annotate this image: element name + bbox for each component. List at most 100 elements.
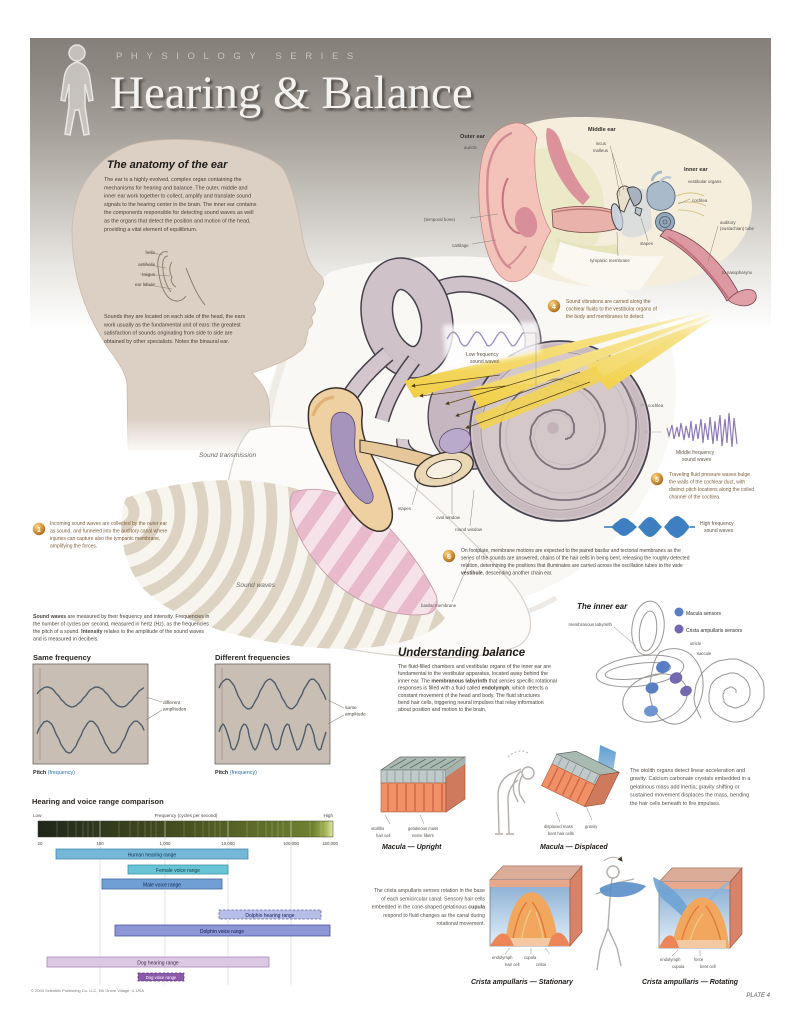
svg-text:sound waves: sound waves <box>682 457 712 463</box>
svg-text:to nasopharynx: to nasopharynx <box>722 270 753 275</box>
svg-text:sustained movement displaces t: sustained movement displaces the mass, b… <box>630 793 749 799</box>
svg-text:The crista ampullaris senses r: The crista ampullaris senses rotation in… <box>374 888 485 894</box>
svg-text:Dolphin hearing range: Dolphin hearing range <box>245 913 294 919</box>
svg-text:oval window: oval window <box>436 515 461 520</box>
svg-text:incus: incus <box>596 141 607 146</box>
svg-text:of each semicircular canal. Se: of each semicircular canal. Sensory hair… <box>381 896 485 902</box>
svg-text:© 2000 Scientific Publishing C: © 2000 Scientific Publishing Co. LLC, El… <box>31 988 144 993</box>
svg-text:Sound waves are measured by th: Sound waves are measured by their freque… <box>33 614 209 620</box>
svg-text:work usually as the fundamenta: work usually as the fundamental unit of … <box>103 322 241 328</box>
svg-text:High frequency: High frequency <box>700 521 734 527</box>
svg-text:Low: Low <box>33 813 42 818</box>
svg-text:100,000: 100,000 <box>283 841 299 846</box>
svg-text:nerve fibers: nerve fibers <box>412 833 434 838</box>
svg-text:channel of the cochlea.: channel of the cochlea. <box>669 495 720 501</box>
svg-text:vestibule, descending another: vestibule, descending another chain ear. <box>461 571 552 577</box>
svg-text:force: force <box>694 957 704 962</box>
svg-text:Middle frequency: Middle frequency <box>676 450 715 456</box>
svg-text:malleus: malleus <box>593 148 609 153</box>
svg-text:gravity. Calcium carbonate cry: gravity. Calcium carbonate crystals embe… <box>630 776 750 782</box>
svg-text:fundamental to the vestibular: fundamental to the vestibular apparatus,… <box>398 671 548 677</box>
svg-text:auricle: auricle <box>464 145 477 150</box>
svg-text:10,000: 10,000 <box>221 841 235 846</box>
svg-text:otoliths: otoliths <box>371 826 384 831</box>
svg-text:Macula — Displaced: Macula — Displaced <box>540 844 608 851</box>
svg-text:providing a vital element of e: providing a vital element of equilibrium… <box>104 227 197 233</box>
svg-text:Understanding balance: Understanding balance <box>398 647 526 659</box>
svg-text:displaced mass: displaced mass <box>544 824 573 829</box>
svg-text:1,000: 1,000 <box>160 841 172 846</box>
svg-text:Traveling fluid pressure waves: Traveling fluid pressure waves bulge <box>669 472 750 478</box>
svg-text:Pitch (frequency): Pitch (frequency) <box>33 770 75 776</box>
svg-text:150,000: 150,000 <box>322 841 338 846</box>
svg-text:Different frequencies: Different frequencies <box>215 653 290 662</box>
svg-text:as sound, and funneled into th: as sound, and funneled into the auditory… <box>50 529 168 535</box>
svg-text:Dog hearing range: Dog hearing range <box>137 961 179 967</box>
svg-text:the components responsible for: the components responsible for detecting… <box>104 210 254 216</box>
svg-text:hair cell: hair cell <box>505 962 519 967</box>
svg-text:The inner ear: The inner ear <box>577 602 628 611</box>
svg-text:satisfaction of sounds origina: satisfaction of sounds originating from … <box>104 331 233 337</box>
svg-text:Sound waves: Sound waves <box>236 582 276 589</box>
svg-text:the pitch of a sound. Intensit: the pitch of a sound. Intensity relates … <box>33 629 204 635</box>
svg-text:Middle ear: Middle ear <box>588 127 616 133</box>
svg-text:respond to fluid changes as th: respond to fluid changes as the canal du… <box>383 913 485 919</box>
svg-text:100: 100 <box>96 841 104 846</box>
svg-text:auditory: auditory <box>720 220 736 225</box>
svg-text:stapes: stapes <box>640 241 654 246</box>
svg-text:Outer ear: Outer ear <box>460 134 486 140</box>
svg-text:obtained by other specialists.: obtained by other specialists. Notes the… <box>104 339 229 345</box>
svg-text:High: High <box>324 813 334 818</box>
svg-text:stapes: stapes <box>398 506 412 511</box>
svg-text:PLATE 4: PLATE 4 <box>746 993 770 999</box>
svg-text:vestibular organs: vestibular organs <box>688 179 722 184</box>
svg-text:inner ear work together to col: inner ear work together to collect, ampl… <box>104 194 251 200</box>
svg-text:amplitudes: amplitudes <box>163 707 187 713</box>
svg-text:cochlear fluids to the vestibu: cochlear fluids to the vestibular organs… <box>566 307 657 313</box>
svg-text:Sound vibrations are carried a: Sound vibrations are carried along the <box>566 299 651 305</box>
svg-text:Macula sensors: Macula sensors <box>686 611 722 617</box>
svg-text:rotational movement.: rotational movement. <box>437 921 485 927</box>
svg-text:Pitch (frequency): Pitch (frequency) <box>215 770 257 776</box>
svg-text:(eustachian) tube: (eustachian) tube <box>720 226 754 231</box>
svg-text:Sound transmission: Sound transmission <box>199 452 256 459</box>
svg-text:Hearing and voice range compar: Hearing and voice range comparison <box>32 797 164 806</box>
svg-text:as the organs that detect the: as the organs that detect the position a… <box>104 219 251 225</box>
svg-text:the number of cycles per secon: the number of cycles per second, measure… <box>33 622 209 628</box>
svg-text:20: 20 <box>38 841 43 846</box>
svg-text:crista: crista <box>536 962 547 967</box>
svg-text:1: 1 <box>37 527 41 534</box>
svg-text:sound waves: sound waves <box>470 359 500 365</box>
svg-text:the walls of the cochlear duct: the walls of the cochlear duct, with <box>669 480 745 486</box>
svg-text:gelatinous mass: gelatinous mass <box>408 826 438 831</box>
svg-text:Dolphin voice range: Dolphin voice range <box>200 929 244 935</box>
svg-text:6: 6 <box>447 554 451 561</box>
svg-text:bent cell: bent cell <box>700 964 716 969</box>
svg-text:the body and membranes to dete: the body and membranes to detect. <box>566 314 645 320</box>
svg-text:Incoming sound waves are colle: Incoming sound waves are collected by th… <box>50 521 167 527</box>
svg-text:The ear is a highly evolved, c: The ear is a highly evolved, complex org… <box>104 177 242 183</box>
svg-text:Crista ampullaris — Stationary: Crista ampullaris — Stationary <box>471 979 574 986</box>
svg-text:relation, determining the posi: relation, determining the positions that… <box>461 563 683 569</box>
svg-text:Same frequency: Same frequency <box>33 653 92 662</box>
svg-text:Frequency (cycles per second): Frequency (cycles per second) <box>155 813 218 818</box>
svg-text:gravity: gravity <box>585 824 598 829</box>
svg-text:tympanic membrane: tympanic membrane <box>590 258 630 263</box>
svg-text:different: different <box>163 700 181 706</box>
svg-text:bent hair cells: bent hair cells <box>548 831 574 836</box>
svg-text:cochlea: cochlea <box>692 198 708 203</box>
svg-text:5: 5 <box>655 477 659 484</box>
svg-text:Male voice range: Male voice range <box>143 883 181 889</box>
svg-text:responses is filled with a flu: responses is filled with a fluid called … <box>398 686 548 692</box>
svg-text:Sounds they are located on eac: Sounds they are located on each side of … <box>104 314 245 320</box>
svg-text:constant movement of the head: constant movement of the head and body. … <box>398 693 540 699</box>
svg-text:Crista ampullaris — Rotating: Crista ampullaris — Rotating <box>642 979 739 986</box>
svg-text:injuries can capture also the: injuries can capture also the tympanic m… <box>50 536 160 542</box>
svg-text:hair cell: hair cell <box>376 833 390 838</box>
svg-text:round window: round window <box>455 527 483 532</box>
svg-text:cartilage: cartilage <box>452 243 469 248</box>
svg-text:helix: helix <box>146 250 156 255</box>
svg-text:utricle: utricle <box>690 641 702 646</box>
svg-text:same: same <box>345 706 357 711</box>
svg-text:The fluid-filled chambers and: The fluid-filled chambers and vestibular… <box>398 664 551 670</box>
